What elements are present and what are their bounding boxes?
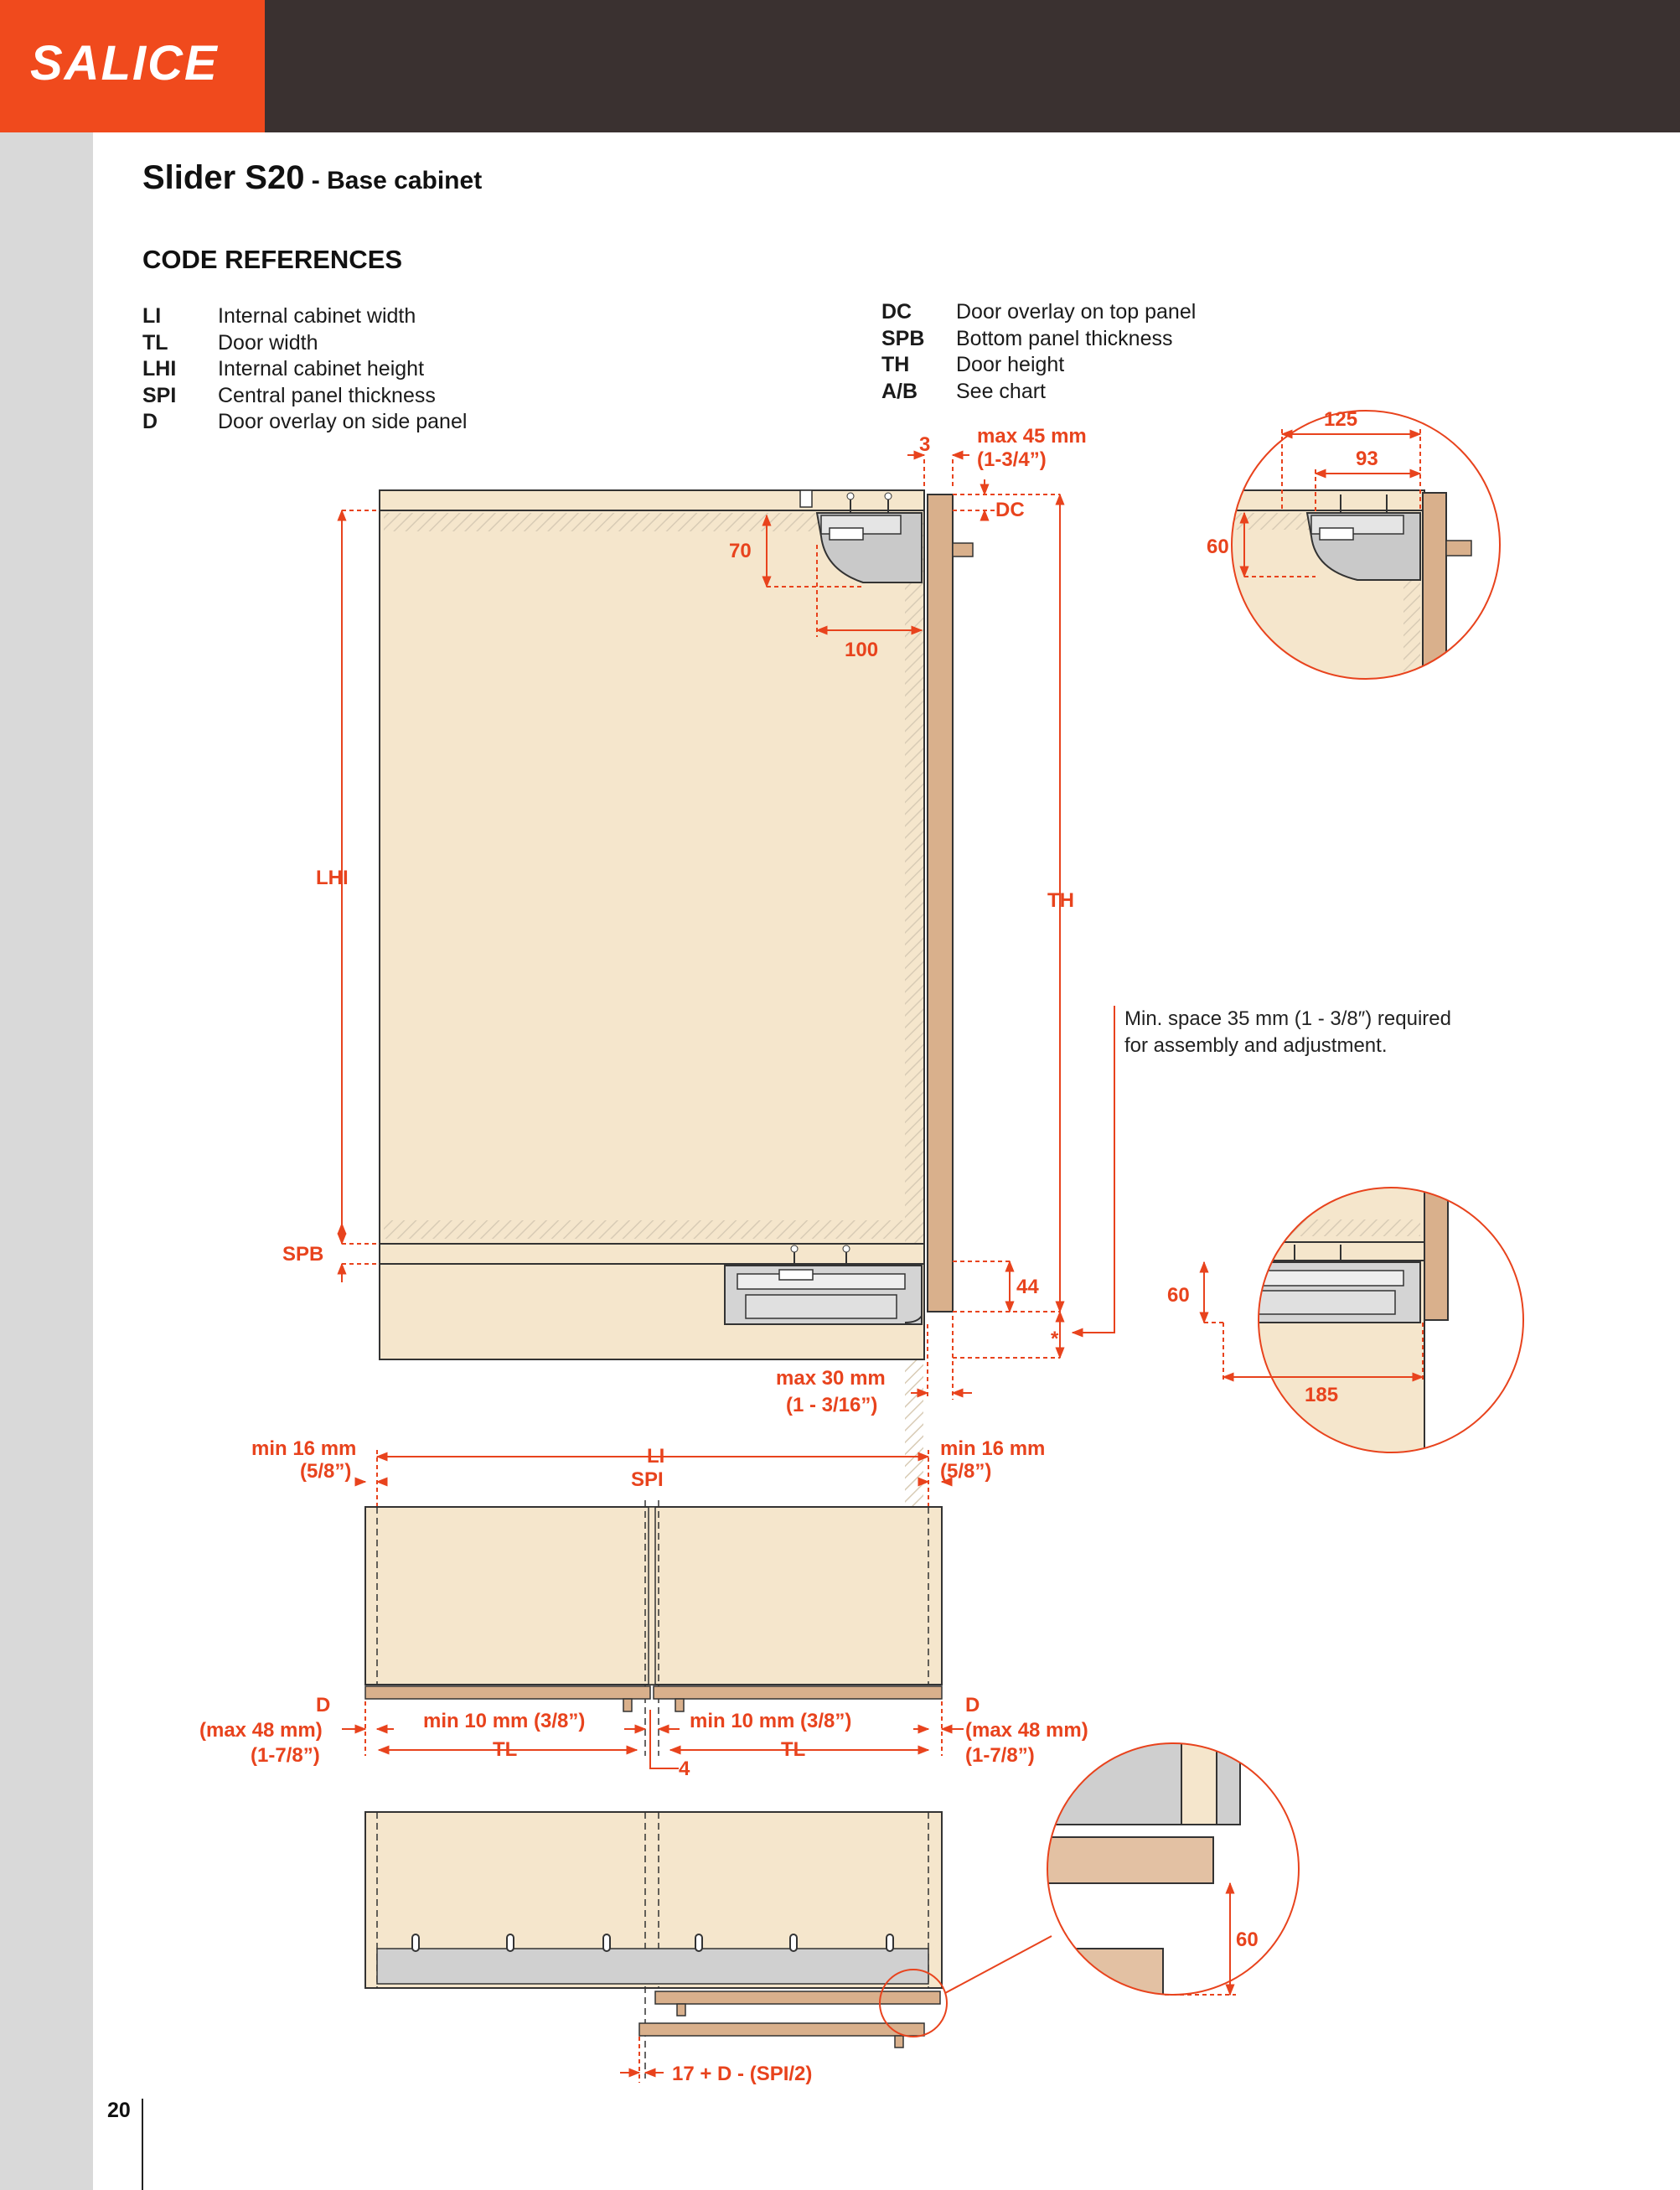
dim-dc: DC: [995, 499, 1025, 521]
dim-min16-left-inch: (5/8”): [300, 1460, 351, 1483]
side-dimensions: [337, 450, 1115, 1400]
title-main: Slider S20: [142, 159, 305, 196]
dim-70: 70: [729, 540, 752, 562]
code-row: TL Door width: [142, 330, 467, 357]
assembly-space-note: Min. space 35 mm (1 - 3/8″) required for…: [1124, 1007, 1451, 1057]
code-desc: Central panel thickness: [218, 383, 436, 407]
code-desc: Door height: [956, 353, 1065, 376]
detail-circle-top: 125 93 60: [1207, 408, 1501, 680]
code-row: TH Door height: [881, 352, 1196, 379]
code-key: D: [142, 410, 158, 433]
dim-3: 3: [919, 433, 930, 456]
code-row: LI Internal cabinet width: [142, 303, 467, 330]
brand-logo-text: SALICE: [30, 36, 219, 91]
brand-logo: SALICE: [0, 0, 265, 132]
dim-185: 185: [1305, 1384, 1338, 1406]
section-heading: CODE REFERENCES: [142, 245, 403, 274]
bottom-slider-mechanism: [724, 1245, 923, 1325]
dim-asterisk: *: [1051, 1328, 1059, 1350]
code-desc: Door overlay on side panel: [218, 410, 468, 433]
offset-top-view-drawing: 17 + D - (SPI/2): [364, 1811, 943, 2085]
dim-offset-formula: 17 + D - (SPI/2): [672, 2063, 812, 2085]
dim-min16-right-inch: (5/8”): [940, 1460, 991, 1483]
code-key: A/B: [881, 379, 918, 403]
code-key: TH: [881, 353, 910, 376]
cabinet-side-panel: [379, 510, 925, 1245]
code-key: DC: [881, 300, 912, 324]
sliding-door: [927, 494, 954, 1312]
dim-d-right-max: (max 48 mm): [965, 1719, 1088, 1742]
left-margin-strip: [0, 132, 93, 2190]
header-bar: [0, 0, 1680, 132]
hatch-bottom: [384, 1220, 920, 1239]
dim-min16-left: min 16 mm: [251, 1437, 356, 1460]
code-key: LI: [142, 304, 162, 328]
dim-max45: max 45 mm: [977, 425, 1087, 448]
page-number-divider: [142, 2099, 143, 2190]
code-row: A/B See chart: [881, 379, 1196, 406]
dim-d-right-inch: (1-7/8”): [965, 1744, 1035, 1767]
side-section-drawing: LHI TH SPB 70 100 3 max 45 mm (1-3/4”) D…: [282, 425, 1115, 1569]
code-row: DC Door overlay on top panel: [881, 299, 1196, 326]
dim-spi: SPI: [631, 1468, 664, 1491]
code-list-left: LI Internal cabinet width TL Door width LH…: [142, 303, 467, 436]
dim-4: 4: [679, 1758, 690, 1780]
dim-min10-left: min 10 mm (3/8”): [423, 1710, 585, 1732]
dim-125: 125: [1324, 408, 1357, 431]
code-list-right: DC Door overlay on top panel SPB Bottom pa…: [881, 299, 1196, 405]
code-row: LHI Internal cabinet height: [142, 356, 467, 383]
dim-max45-inch: (1-3/4”): [977, 448, 1047, 471]
code-row: SPI Central panel thickness: [142, 383, 467, 410]
dim-d-left-max: (max 48 mm): [199, 1719, 323, 1742]
dim-th: TH: [1047, 889, 1074, 912]
dim-min16-right: min 16 mm: [940, 1437, 1045, 1460]
dim-min10-right: min 10 mm (3/8”): [690, 1710, 851, 1732]
dim-d-left: D: [316, 1694, 330, 1716]
dim-max30-inch: (1 - 3/16”): [786, 1394, 877, 1416]
dim-d-right: D: [965, 1694, 980, 1716]
code-row: D Door overlay on side panel: [142, 409, 467, 436]
dim-li: LI: [647, 1445, 664, 1468]
code-desc: Door width: [218, 330, 318, 355]
dim-tl-right: TL: [781, 1738, 805, 1761]
dim-44: 44: [1016, 1276, 1039, 1298]
code-key: TL: [142, 330, 168, 355]
code-key: SPI: [142, 383, 177, 407]
dim-lhi: LHI: [316, 867, 349, 889]
code-key: SPB: [881, 326, 925, 350]
code-desc: See chart: [956, 379, 1047, 403]
dim-100: 100: [845, 639, 878, 661]
bottom-panel: [379, 1243, 925, 1265]
title-subtitle: - Base cabinet: [304, 167, 483, 194]
detail-circle-bottom: 60 185: [1167, 1187, 1524, 1453]
page-title: Slider S20 - Base cabinet: [142, 159, 482, 197]
hatch-top: [384, 513, 920, 531]
dim-spb: SPB: [282, 1243, 323, 1266]
code-row: SPB Bottom panel thickness: [881, 326, 1196, 353]
dim-60-detail: 60: [1236, 1929, 1259, 1951]
hatch-right: [905, 513, 923, 1569]
code-desc: Bottom panel thickness: [956, 326, 1173, 350]
dim-d-left-inch: (1-7/8”): [251, 1744, 320, 1767]
dim-tl-left: TL: [493, 1738, 517, 1761]
detail-circle-door-offset: 60: [879, 1742, 1300, 2037]
dim-93: 93: [1356, 448, 1378, 470]
page-number: 20: [107, 2099, 131, 2122]
top-panel: [379, 489, 925, 511]
dim-max30: max 30 mm: [776, 1367, 886, 1390]
code-desc: Internal cabinet height: [218, 357, 425, 381]
dim-60-top: 60: [1207, 536, 1229, 558]
top-view-drawing: min 16 mm (5/8”) min 16 mm (5/8”) LI SPI…: [199, 1437, 1088, 1780]
code-key: LHI: [142, 357, 177, 381]
code-desc: Door overlay on top panel: [956, 300, 1197, 324]
top-slider-mechanism: [799, 489, 923, 583]
door-knob: [952, 542, 974, 557]
dim-60-bottom: 60: [1167, 1284, 1190, 1307]
code-desc: Internal cabinet width: [218, 304, 416, 328]
